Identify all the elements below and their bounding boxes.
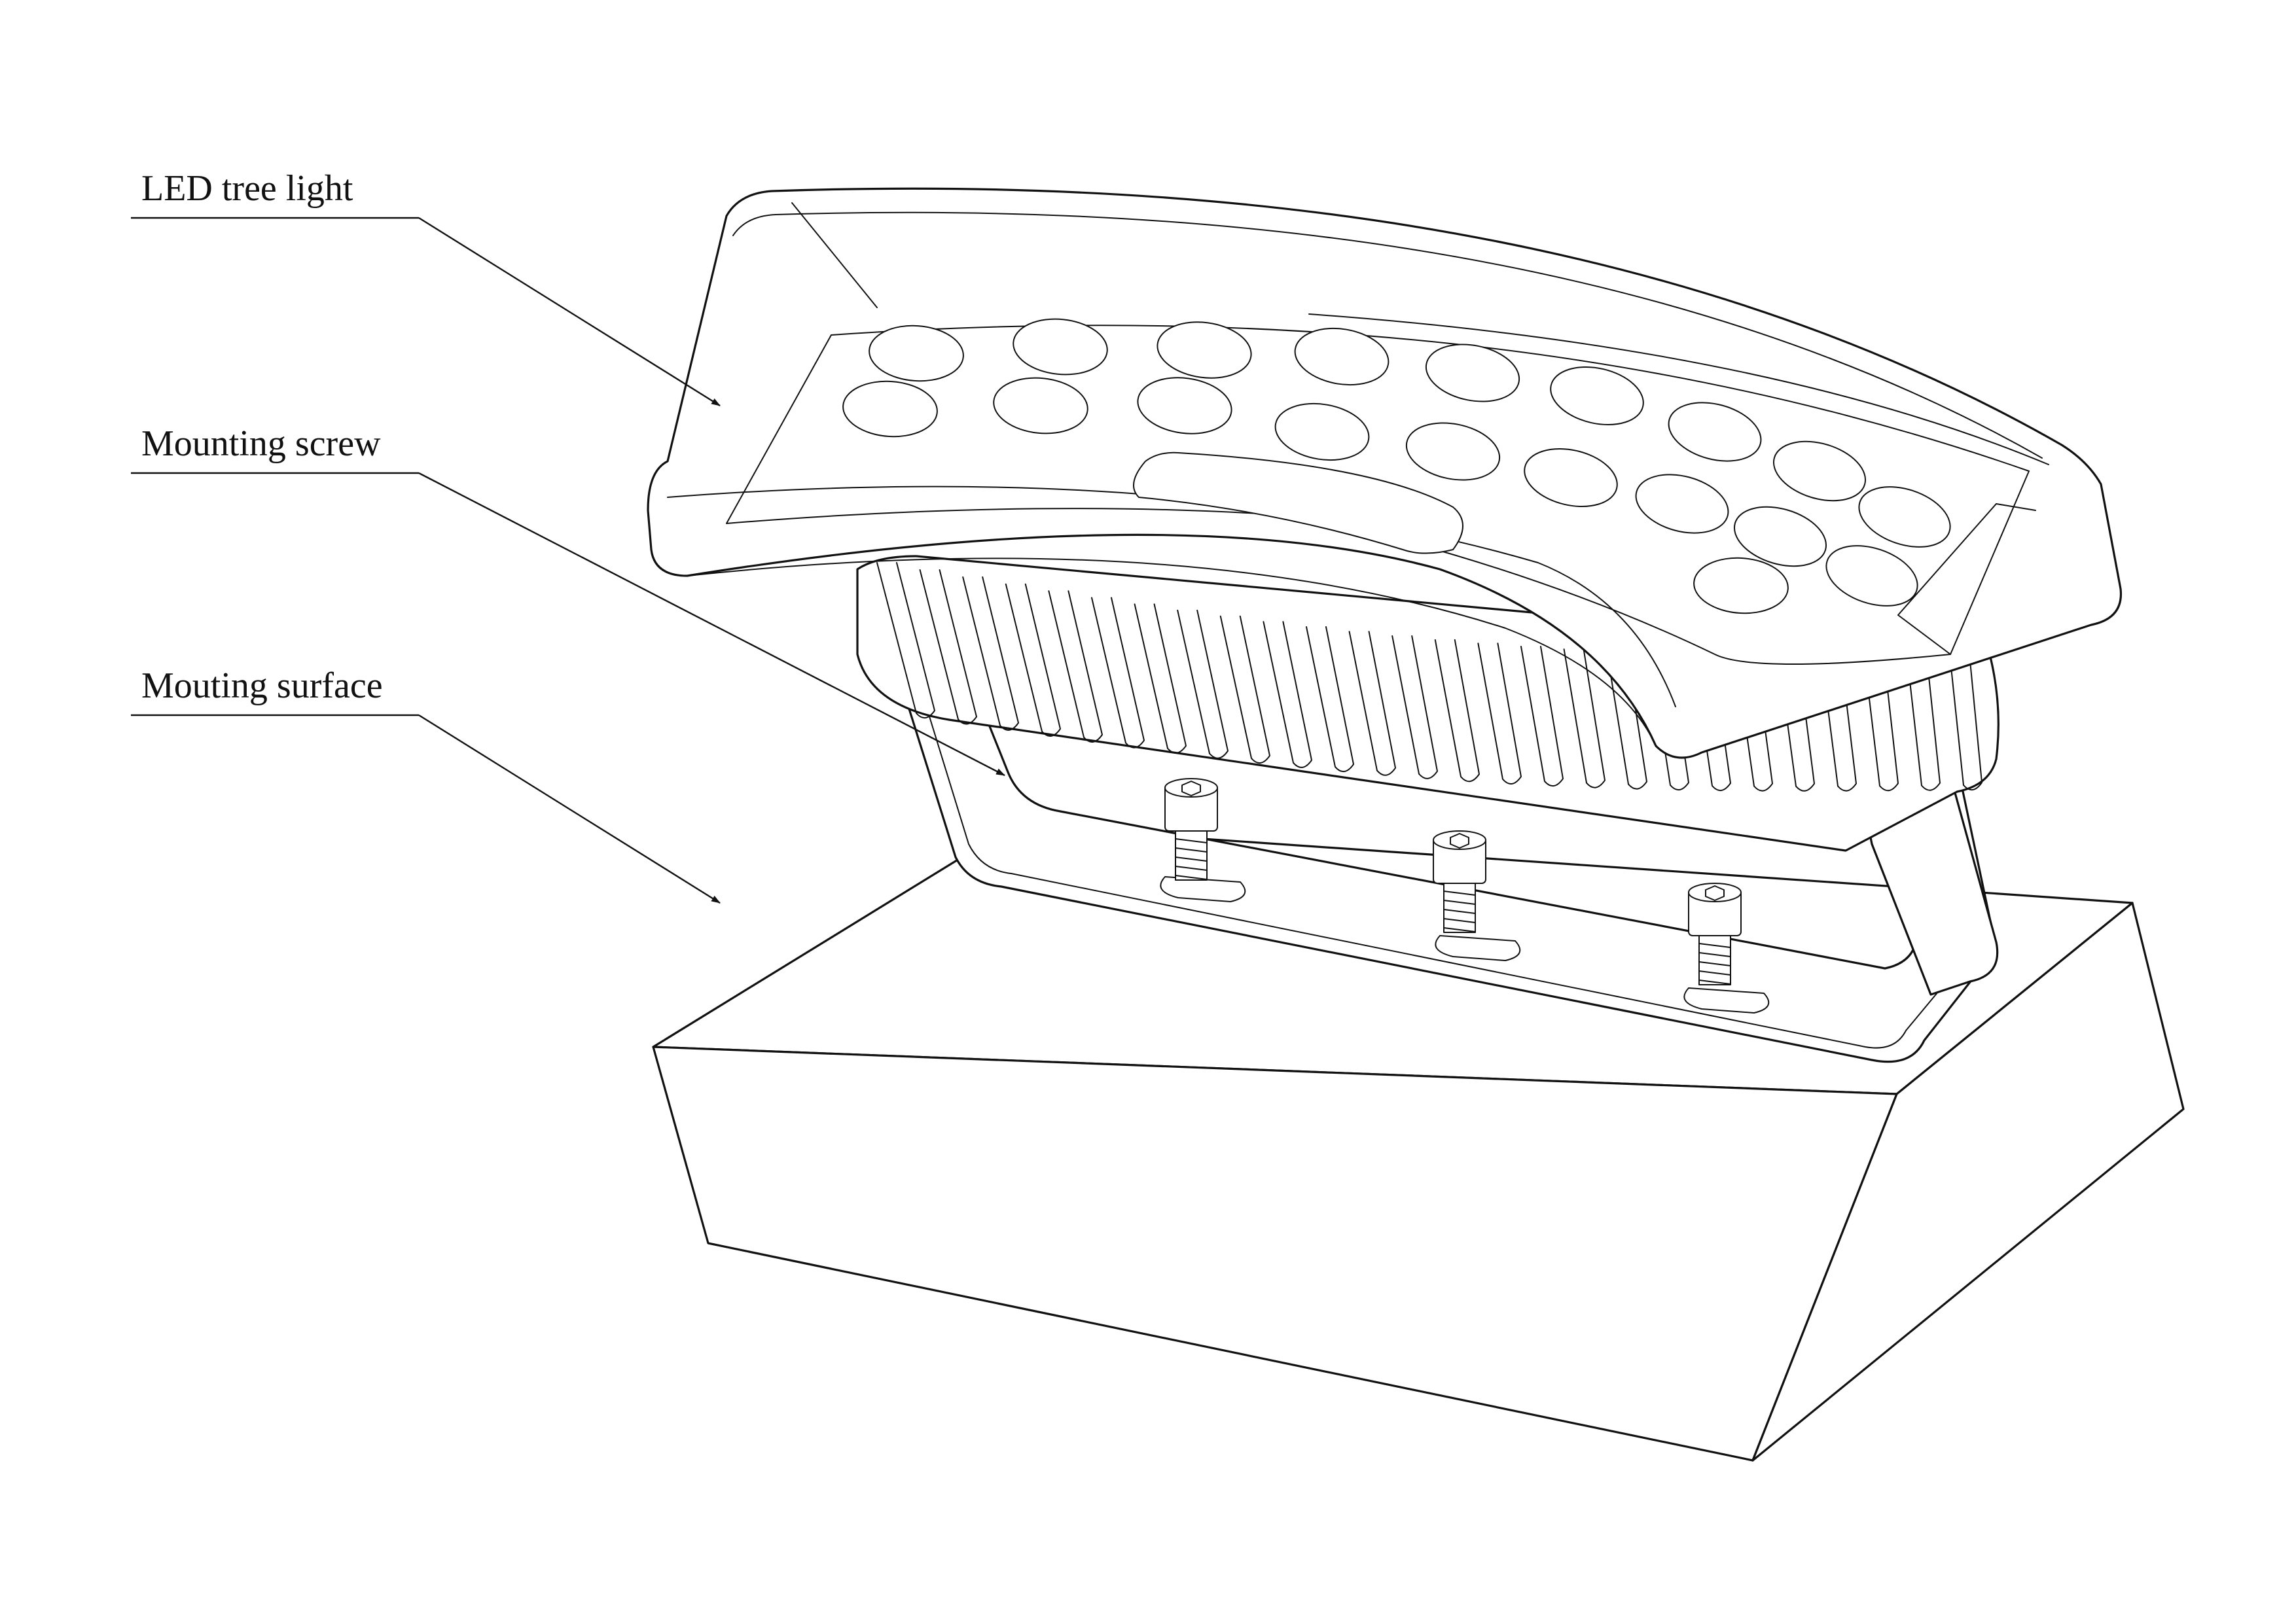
callout-mounting-surface: Mouting surface — [131, 665, 721, 904]
led-lens — [1425, 344, 1520, 402]
led-lens — [1524, 448, 1618, 508]
led-lens — [1693, 557, 1789, 614]
heat-sink-fin — [1520, 646, 1564, 787]
heat-sink-fin — [1306, 626, 1354, 773]
heat-sink-fin — [1263, 621, 1312, 768]
led-lens — [1825, 545, 1918, 607]
heat-sink-fin — [1649, 652, 1689, 791]
heat-sink-fin — [1950, 660, 1982, 790]
screw-icon — [1688, 883, 1742, 985]
heat-sink-fin — [1134, 603, 1187, 754]
heat-sink-fin — [1048, 590, 1103, 743]
heat-sink-fin — [1219, 615, 1270, 764]
heat-sink-fin — [1692, 654, 1731, 791]
heat-sink-fin — [876, 562, 935, 718]
heat-sink-fin — [1863, 658, 1899, 792]
heat-sink-fin — [1177, 609, 1229, 759]
heat-sink-fin — [1348, 631, 1396, 776]
callout-led-tree-light: LED tree light — [131, 168, 721, 407]
heat-sink-fin — [1477, 643, 1522, 785]
led-tree-light-housing — [647, 187, 2123, 759]
heat-sink-fin — [919, 569, 977, 725]
heat-sink-fin — [1091, 597, 1145, 749]
heat-sink-fin — [1778, 657, 1815, 792]
led-lens — [1858, 486, 1951, 548]
callout-label-mounting-screw: Mounting screw — [141, 423, 381, 464]
callout-label-mounting-surface: Mouting surface — [141, 665, 383, 706]
heat-sink-fin — [1735, 656, 1773, 792]
led-lens — [1668, 402, 1762, 462]
callout-label-led-tree-light: LED tree light — [141, 168, 353, 209]
led-lens — [1772, 440, 1867, 502]
heat-sink-fin — [962, 576, 1019, 731]
screw-icon — [1164, 778, 1218, 881]
led-lens — [1550, 366, 1644, 426]
led-lens — [1405, 422, 1501, 481]
led-lens — [993, 377, 1088, 434]
heat-sink-fin — [1907, 660, 1941, 791]
heat-sink-fin — [1606, 650, 1647, 790]
mounting-screws — [1164, 778, 1742, 985]
heat-sink-fin — [1563, 648, 1605, 788]
heat-sink-fin — [1005, 583, 1061, 737]
led-lens — [1294, 327, 1390, 386]
led-lens — [869, 325, 964, 382]
led-lens — [1013, 318, 1108, 376]
heat-sink-fin — [1391, 635, 1438, 779]
heat-sink-fin — [1821, 658, 1857, 792]
screw-icon — [1433, 830, 1486, 933]
heat-sink-fin — [1434, 639, 1480, 783]
callout-mounting-screw: Mounting screw — [131, 423, 1005, 777]
led-lens — [1137, 377, 1232, 434]
led-lens — [1157, 321, 1252, 379]
led-lens — [1274, 402, 1370, 461]
led-lens — [1635, 474, 1729, 534]
led-lens — [842, 380, 938, 438]
led-lens — [1733, 506, 1827, 567]
